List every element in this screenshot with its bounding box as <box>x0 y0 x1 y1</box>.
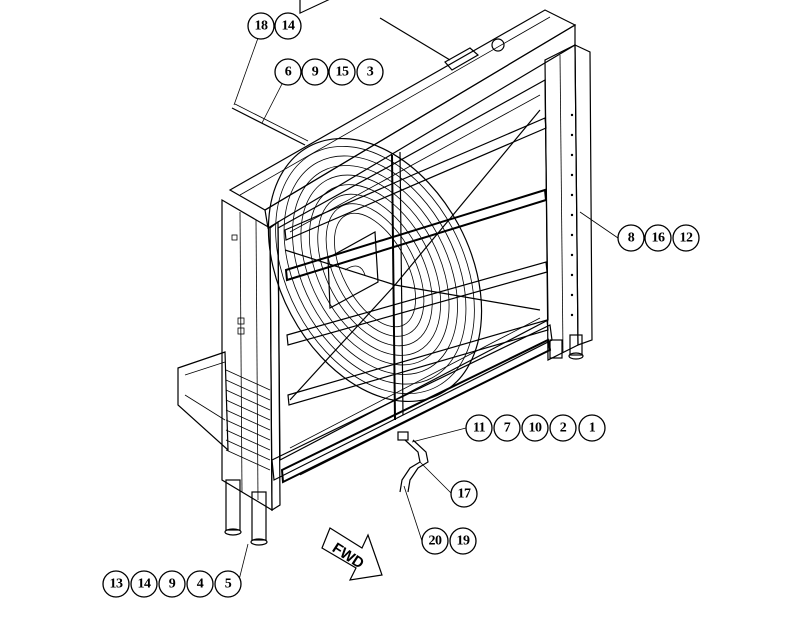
callout-balloon: 5 <box>214 570 242 598</box>
callout-balloon: 10 <box>521 414 549 442</box>
callout-number: 12 <box>680 231 694 246</box>
callout-number: 9 <box>312 65 319 80</box>
callout-20-19: 20 19 <box>421 527 477 555</box>
forward-direction-arrow: FWD <box>321 527 383 581</box>
callout-11-7-10-2-1: 11 7 10 2 1 <box>465 414 606 442</box>
callout-balloon: 4 <box>186 570 214 598</box>
callout-number: 20 <box>429 534 443 549</box>
right-post-holes <box>570 113 574 317</box>
callout-number: 3 <box>367 65 374 80</box>
callout-number: 1 <box>589 421 596 436</box>
callout-number: 14 <box>138 577 152 592</box>
callout-number: 18 <box>255 19 269 34</box>
callout-number: 14 <box>282 19 296 34</box>
callout-number: 17 <box>458 487 472 502</box>
callout-number: 9 <box>169 577 176 592</box>
callout-balloon: 20 <box>421 527 449 555</box>
callout-balloon: 3 <box>356 58 384 86</box>
callout-balloon: 9 <box>301 58 329 86</box>
callout-number: 2 <box>560 421 567 436</box>
callout-balloon: 17 <box>450 480 478 508</box>
callout-balloon: 8 <box>617 224 645 252</box>
leader-lines <box>233 37 619 585</box>
fwd-label: FWD <box>329 540 367 573</box>
callout-number: 4 <box>197 577 204 592</box>
left-louvers <box>225 369 271 471</box>
callout-number: 10 <box>529 421 543 436</box>
callout-balloon: 15 <box>328 58 356 86</box>
callout-6-9-15-3: 6 9 15 3 <box>274 58 384 86</box>
callout-number: 11 <box>473 421 486 436</box>
radiator-frame-drawing <box>177 0 593 546</box>
callout-number: 5 <box>225 577 232 592</box>
callout-balloon: 14 <box>274 12 302 40</box>
callout-balloon: 9 <box>158 570 186 598</box>
callout-balloon: 6 <box>274 58 302 86</box>
callout-balloon: 13 <box>102 570 130 598</box>
callout-balloon: 7 <box>493 414 521 442</box>
callout-balloon: 14 <box>130 570 158 598</box>
callout-number: 6 <box>285 65 292 80</box>
callout-8-16-12: 8 16 12 <box>617 224 700 252</box>
callout-balloon: 16 <box>644 224 672 252</box>
callout-balloon: 2 <box>549 414 577 442</box>
callout-13-14-9-4-5: 13 14 9 4 5 <box>102 570 242 598</box>
callout-number: 8 <box>628 231 635 246</box>
callout-17: 17 <box>450 480 478 508</box>
callout-balloon: 12 <box>672 224 700 252</box>
callout-number: 13 <box>110 577 124 592</box>
callout-18-14: 18 14 <box>247 12 302 40</box>
callout-balloon: 19 <box>449 527 477 555</box>
callout-number: 15 <box>336 65 350 80</box>
horizontal-rails <box>280 117 552 484</box>
callout-number: 7 <box>504 421 511 436</box>
callout-number: 19 <box>457 534 471 549</box>
callout-balloon: 18 <box>247 12 275 40</box>
callout-balloon: 11 <box>465 414 493 442</box>
callout-balloon: 1 <box>578 414 606 442</box>
callout-number: 16 <box>652 231 666 246</box>
